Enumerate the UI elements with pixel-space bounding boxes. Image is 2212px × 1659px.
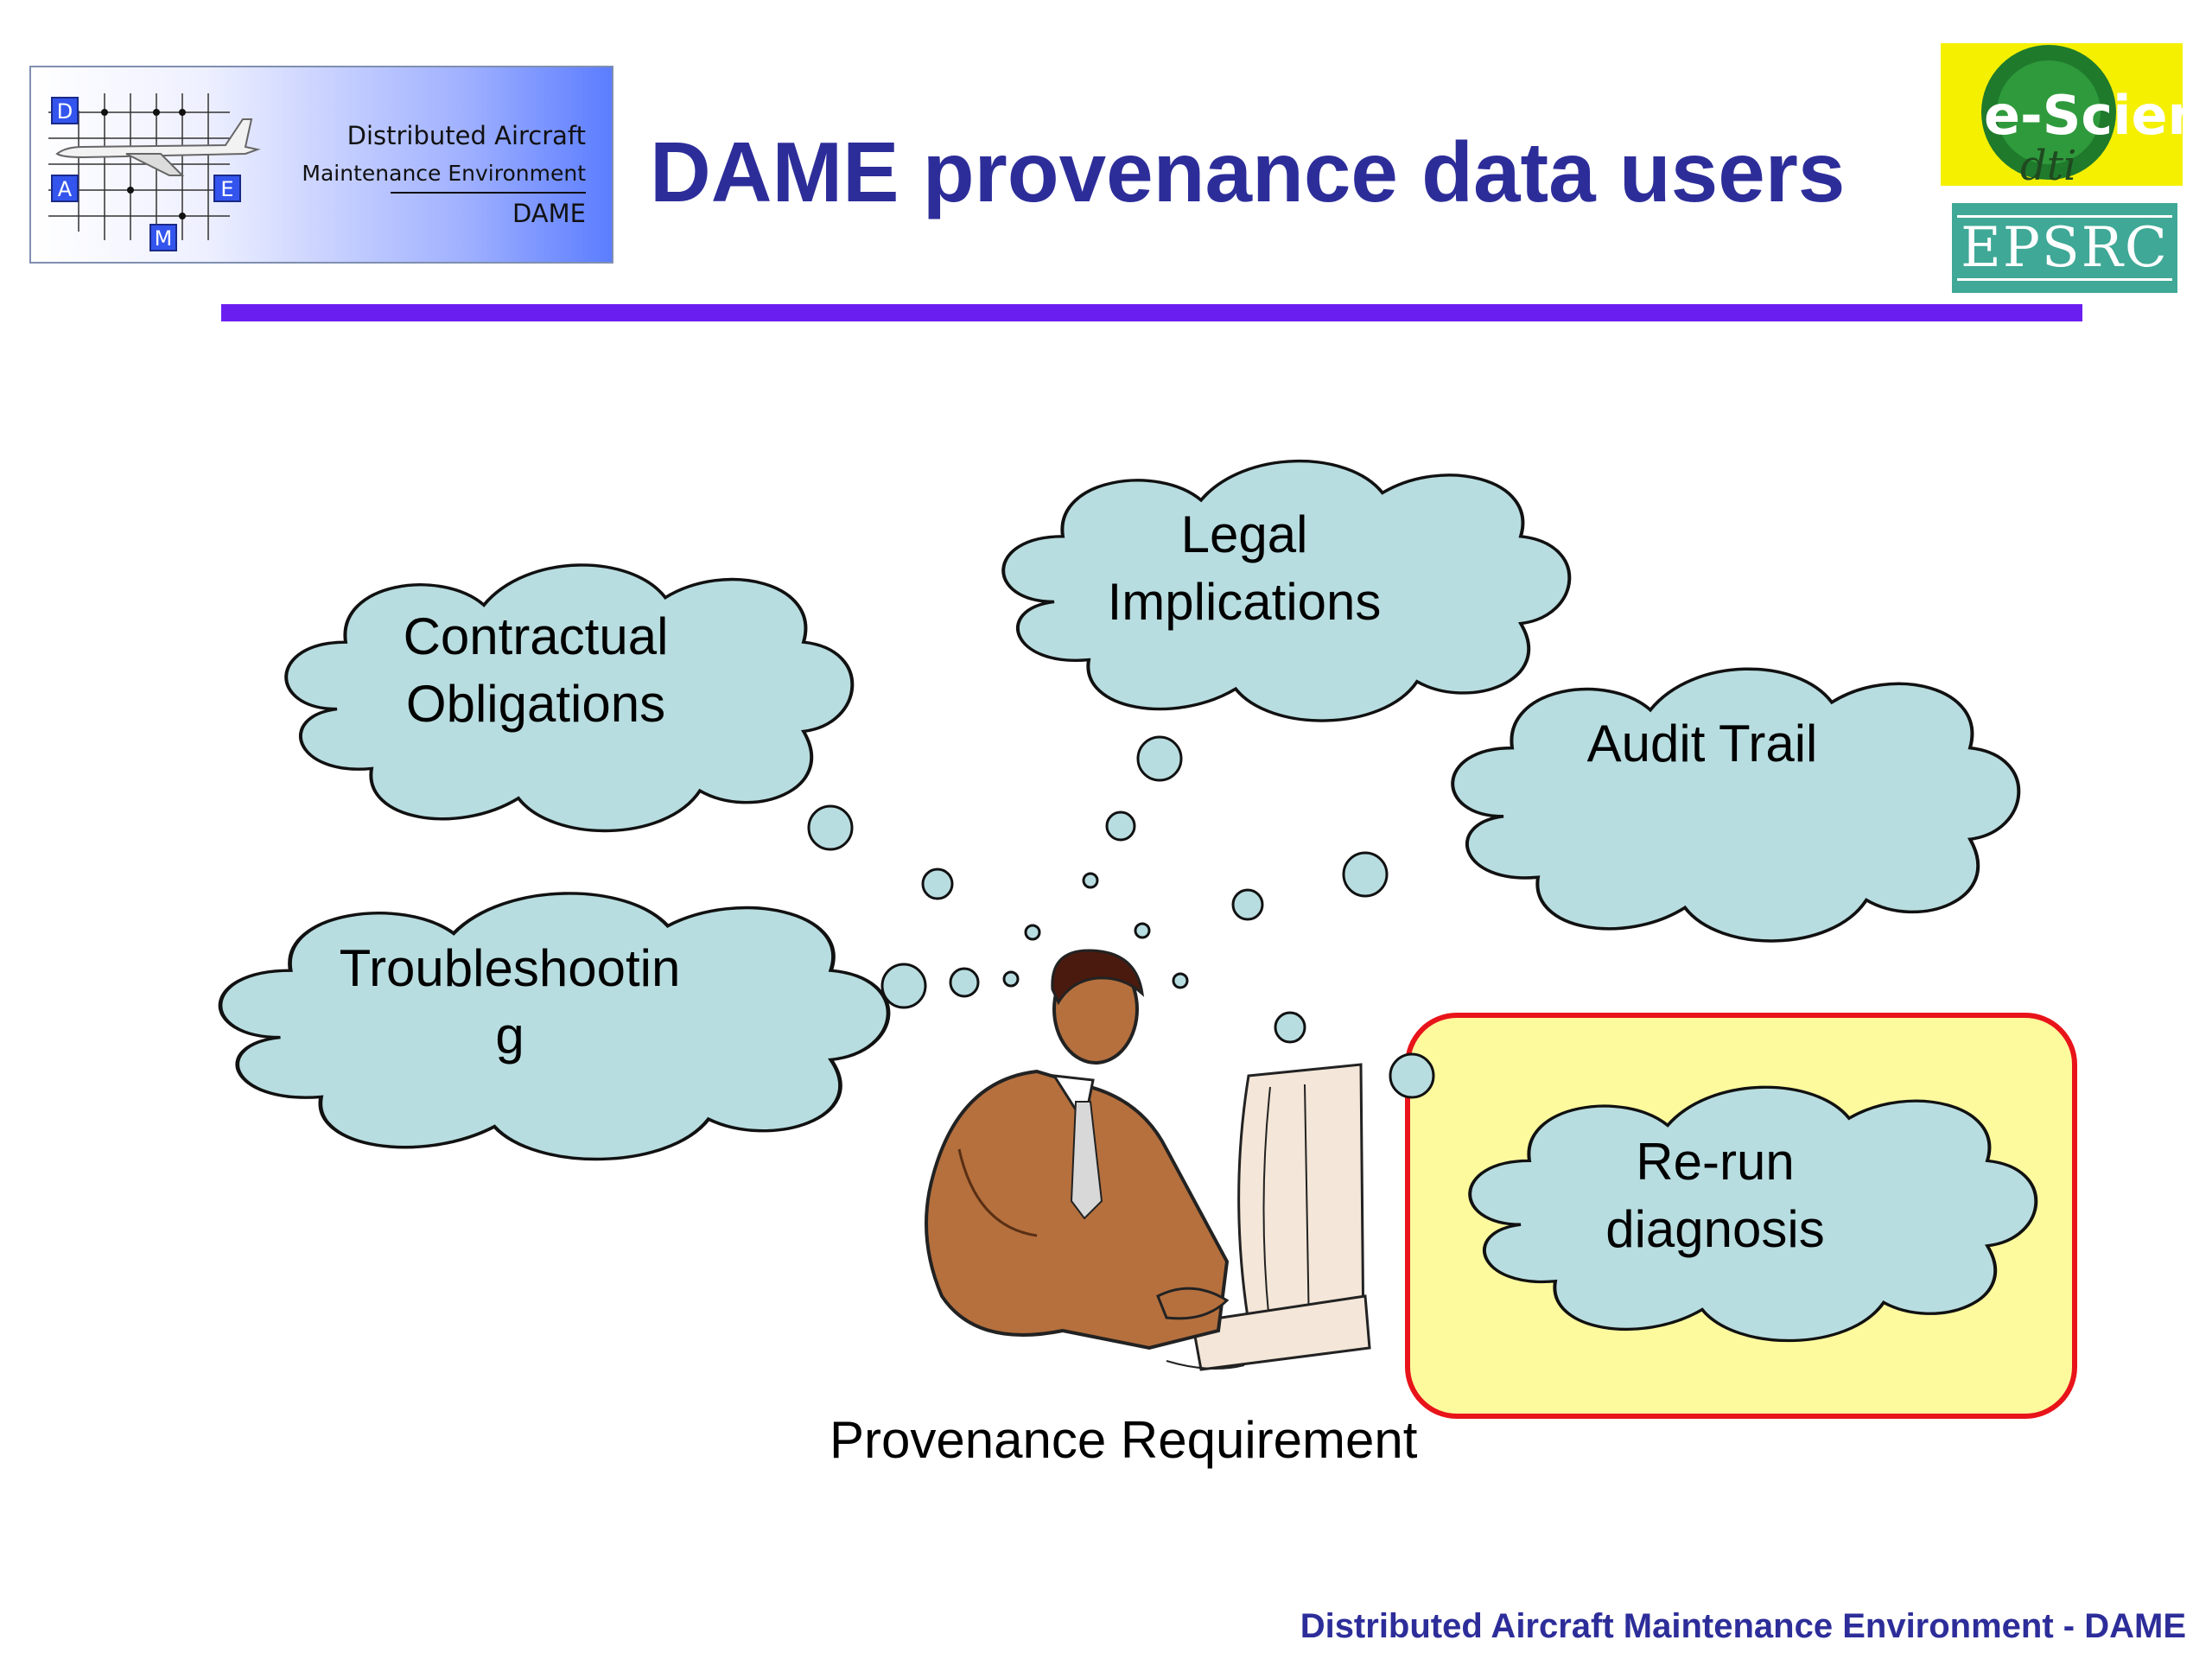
logo-letter-a: A <box>58 177 73 201</box>
epsrc-text: EPSRC <box>1957 215 2172 281</box>
footer-text: Distributed Aircraft Maintenance Environ… <box>1300 1607 2186 1645</box>
logo-underline <box>391 192 586 194</box>
thought-bubble <box>1231 888 1264 921</box>
figure-caption: Provenance Requirement <box>830 1411 1418 1469</box>
logo-letter-e: E <box>220 177 233 201</box>
cloud-text-line: Re-run <box>1636 1133 1795 1191</box>
thought-bubble <box>1274 1011 1306 1044</box>
epsrc-logo: EPSRC <box>1952 203 2177 293</box>
thought-bubble <box>1024 924 1041 941</box>
cloud-label-contractual: Contractual Obligations <box>354 603 717 738</box>
cloud-text-line: diagnosis <box>1605 1200 1825 1258</box>
cloud-text-line: g <box>495 1007 524 1065</box>
thought-bubble <box>1082 872 1099 889</box>
escience-logo-graphic: e-Science dti <box>1981 45 2183 186</box>
cloud-text-line: Contractual <box>403 607 669 665</box>
thought-bubble <box>807 804 854 851</box>
escience-sub-text: dti <box>2020 142 2076 186</box>
cloud-label-troubleshooting: Troubleshootin g <box>294 935 726 1070</box>
thought-bubble <box>1134 922 1151 939</box>
cloud-text-line: Obligations <box>405 675 666 733</box>
cloud-label-legal: Legal Implications <box>1063 501 1426 636</box>
cloud-text-line: Audit Trail <box>1586 715 1818 772</box>
escience-logo: e-Science dti <box>1941 43 2183 186</box>
page-title: DAME provenance data users <box>650 124 1846 219</box>
logo-line-1: Distributed Aircraft <box>346 121 586 150</box>
cloud-text-line: Legal <box>1180 505 1308 563</box>
thought-bubble <box>1136 735 1183 782</box>
dame-logo: D A E M Distributed Aircraft Maintenance… <box>29 66 613 264</box>
thought-bubble <box>1002 970 1020 988</box>
thought-bubble <box>921 868 954 900</box>
cloud-label-audit: Audit Trail <box>1521 710 1884 778</box>
cloud-label-rerun: Re-run diagnosis <box>1534 1128 1897 1263</box>
logo-line-3: DAME <box>512 199 586 228</box>
logo-line-2: Maintenance Environment <box>302 161 586 186</box>
thought-bubble <box>949 967 980 998</box>
thought-bubble <box>1105 810 1136 842</box>
person-at-computer-illustration <box>925 949 1371 1371</box>
thought-bubble <box>880 963 927 1009</box>
dame-logo-graphic: D A E M <box>48 93 261 251</box>
logo-letter-m: M <box>155 226 173 251</box>
thought-bubble <box>1172 972 1189 989</box>
title-divider <box>221 304 2082 321</box>
cloud-text-line: Implications <box>1107 573 1382 631</box>
thought-bubble <box>1342 851 1389 898</box>
thought-bubble <box>1389 1052 1435 1099</box>
escience-text: e-Science <box>1984 84 2183 147</box>
cloud-text-line: Troubleshootin <box>339 939 681 997</box>
logo-letter-d: D <box>57 99 73 124</box>
